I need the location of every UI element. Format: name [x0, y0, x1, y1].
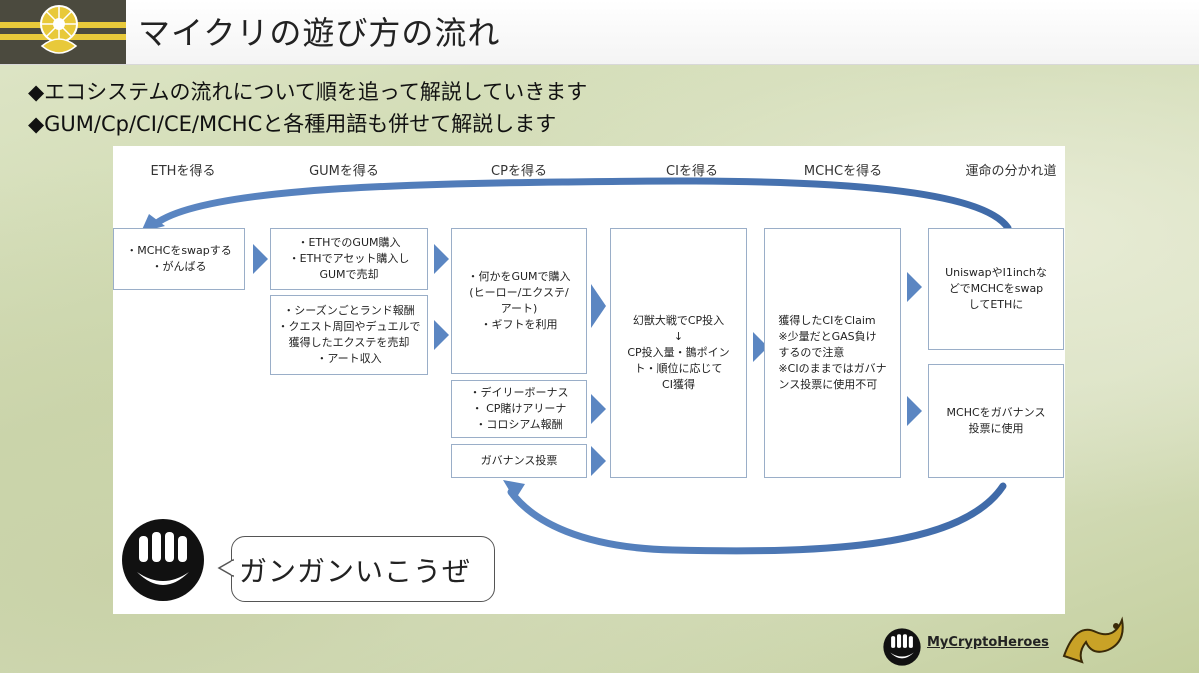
bullet-ecosystem: ◆エコシステムの流れについて順を追って解説していきます	[28, 80, 588, 104]
bottom-return-arc	[507, 482, 1007, 555]
speech-text: ガンガンいこうぜ	[239, 555, 472, 588]
box-mchc: 獲得したCIをClaim ※少量だとGAS負け するので注意 ※CIのままではガ…	[764, 228, 901, 478]
mch-logo-text: MyCryptoHeroes	[927, 635, 1049, 650]
speech-bubble	[231, 536, 495, 602]
chevron-mchc-fate-2	[907, 396, 922, 426]
column-gum: GUMを得る	[309, 164, 379, 179]
box-eth: ・MCHCをswapする ・がんばる	[113, 228, 245, 290]
crest-icon	[40, 5, 78, 54]
chevron-mchc-fate-1	[907, 272, 922, 302]
box-gum-reward: ・シーズンごとランド報酬 ・クエスト周回やデュエルで 獲得したエクステを売却 ・…	[270, 295, 428, 375]
mascot-icon	[122, 519, 204, 601]
column-mchc: MCHCを得る	[803, 164, 883, 179]
top-return-arc	[149, 177, 1012, 232]
chevron-eth-gum	[253, 244, 268, 274]
title-bar: マイクリの遊び方の流れ	[0, 0, 1199, 65]
chevron-gum-cp-1	[434, 244, 449, 274]
mch-logo-icon	[883, 628, 921, 666]
bottom-arc-arrowhead	[503, 480, 525, 500]
box-fate-swap: UniswapやI1inchな どでMCHCをswap してETHに	[928, 228, 1064, 350]
box-fate-governance: MCHCをガバナンス 投票に使用	[928, 364, 1064, 478]
column-ci: CIを得る	[666, 164, 718, 179]
crest-logo	[0, 0, 126, 64]
speech-bubble-tail	[217, 558, 235, 578]
flow-arcs	[141, 177, 1012, 555]
page-title: マイクリの遊び方の流れ	[138, 14, 501, 52]
column-fate: 運命の分かれ道	[965, 164, 1057, 179]
chevron-cp-ci-2	[591, 394, 606, 424]
column-cp: CPを得る	[491, 164, 547, 179]
box-cp-governance: ガバナンス投票	[451, 444, 587, 478]
box-cp-buy: ・何かをGUMで購入 (ヒーロー/エクステ/ アート) ・ギフトを利用	[451, 228, 587, 374]
column-eth: ETHを得る	[150, 164, 216, 179]
chevron-cp-ci-1	[591, 284, 606, 328]
bullet-terms: ◆GUM/Cp/CI/CE/MCHCと各種用語も併せて解説します	[28, 112, 557, 136]
chevron-gum-cp-2	[434, 320, 449, 350]
box-ci: 幻獣大戦でCP投入 ↓ CP投入量・鵲ポイン ト・順位に応じて CI獲得	[610, 228, 747, 478]
dragon-emblem-icon	[1062, 616, 1124, 664]
chevron-cp-ci-3	[591, 446, 606, 476]
flow-diagram: ETHを得る GUMを得る CPを得る CIを得る MCHCを得る 運命の分かれ…	[113, 146, 1065, 614]
box-gum-buy: ・ETHでのGUM購入 ・ETHでアセット購入し GUMで売却	[270, 228, 428, 290]
top-arc-arrowhead	[141, 214, 165, 232]
box-cp-bonus: ・デイリーボーナス ・ CP賭けアリーナ ・コロシアム報酬	[451, 380, 587, 438]
